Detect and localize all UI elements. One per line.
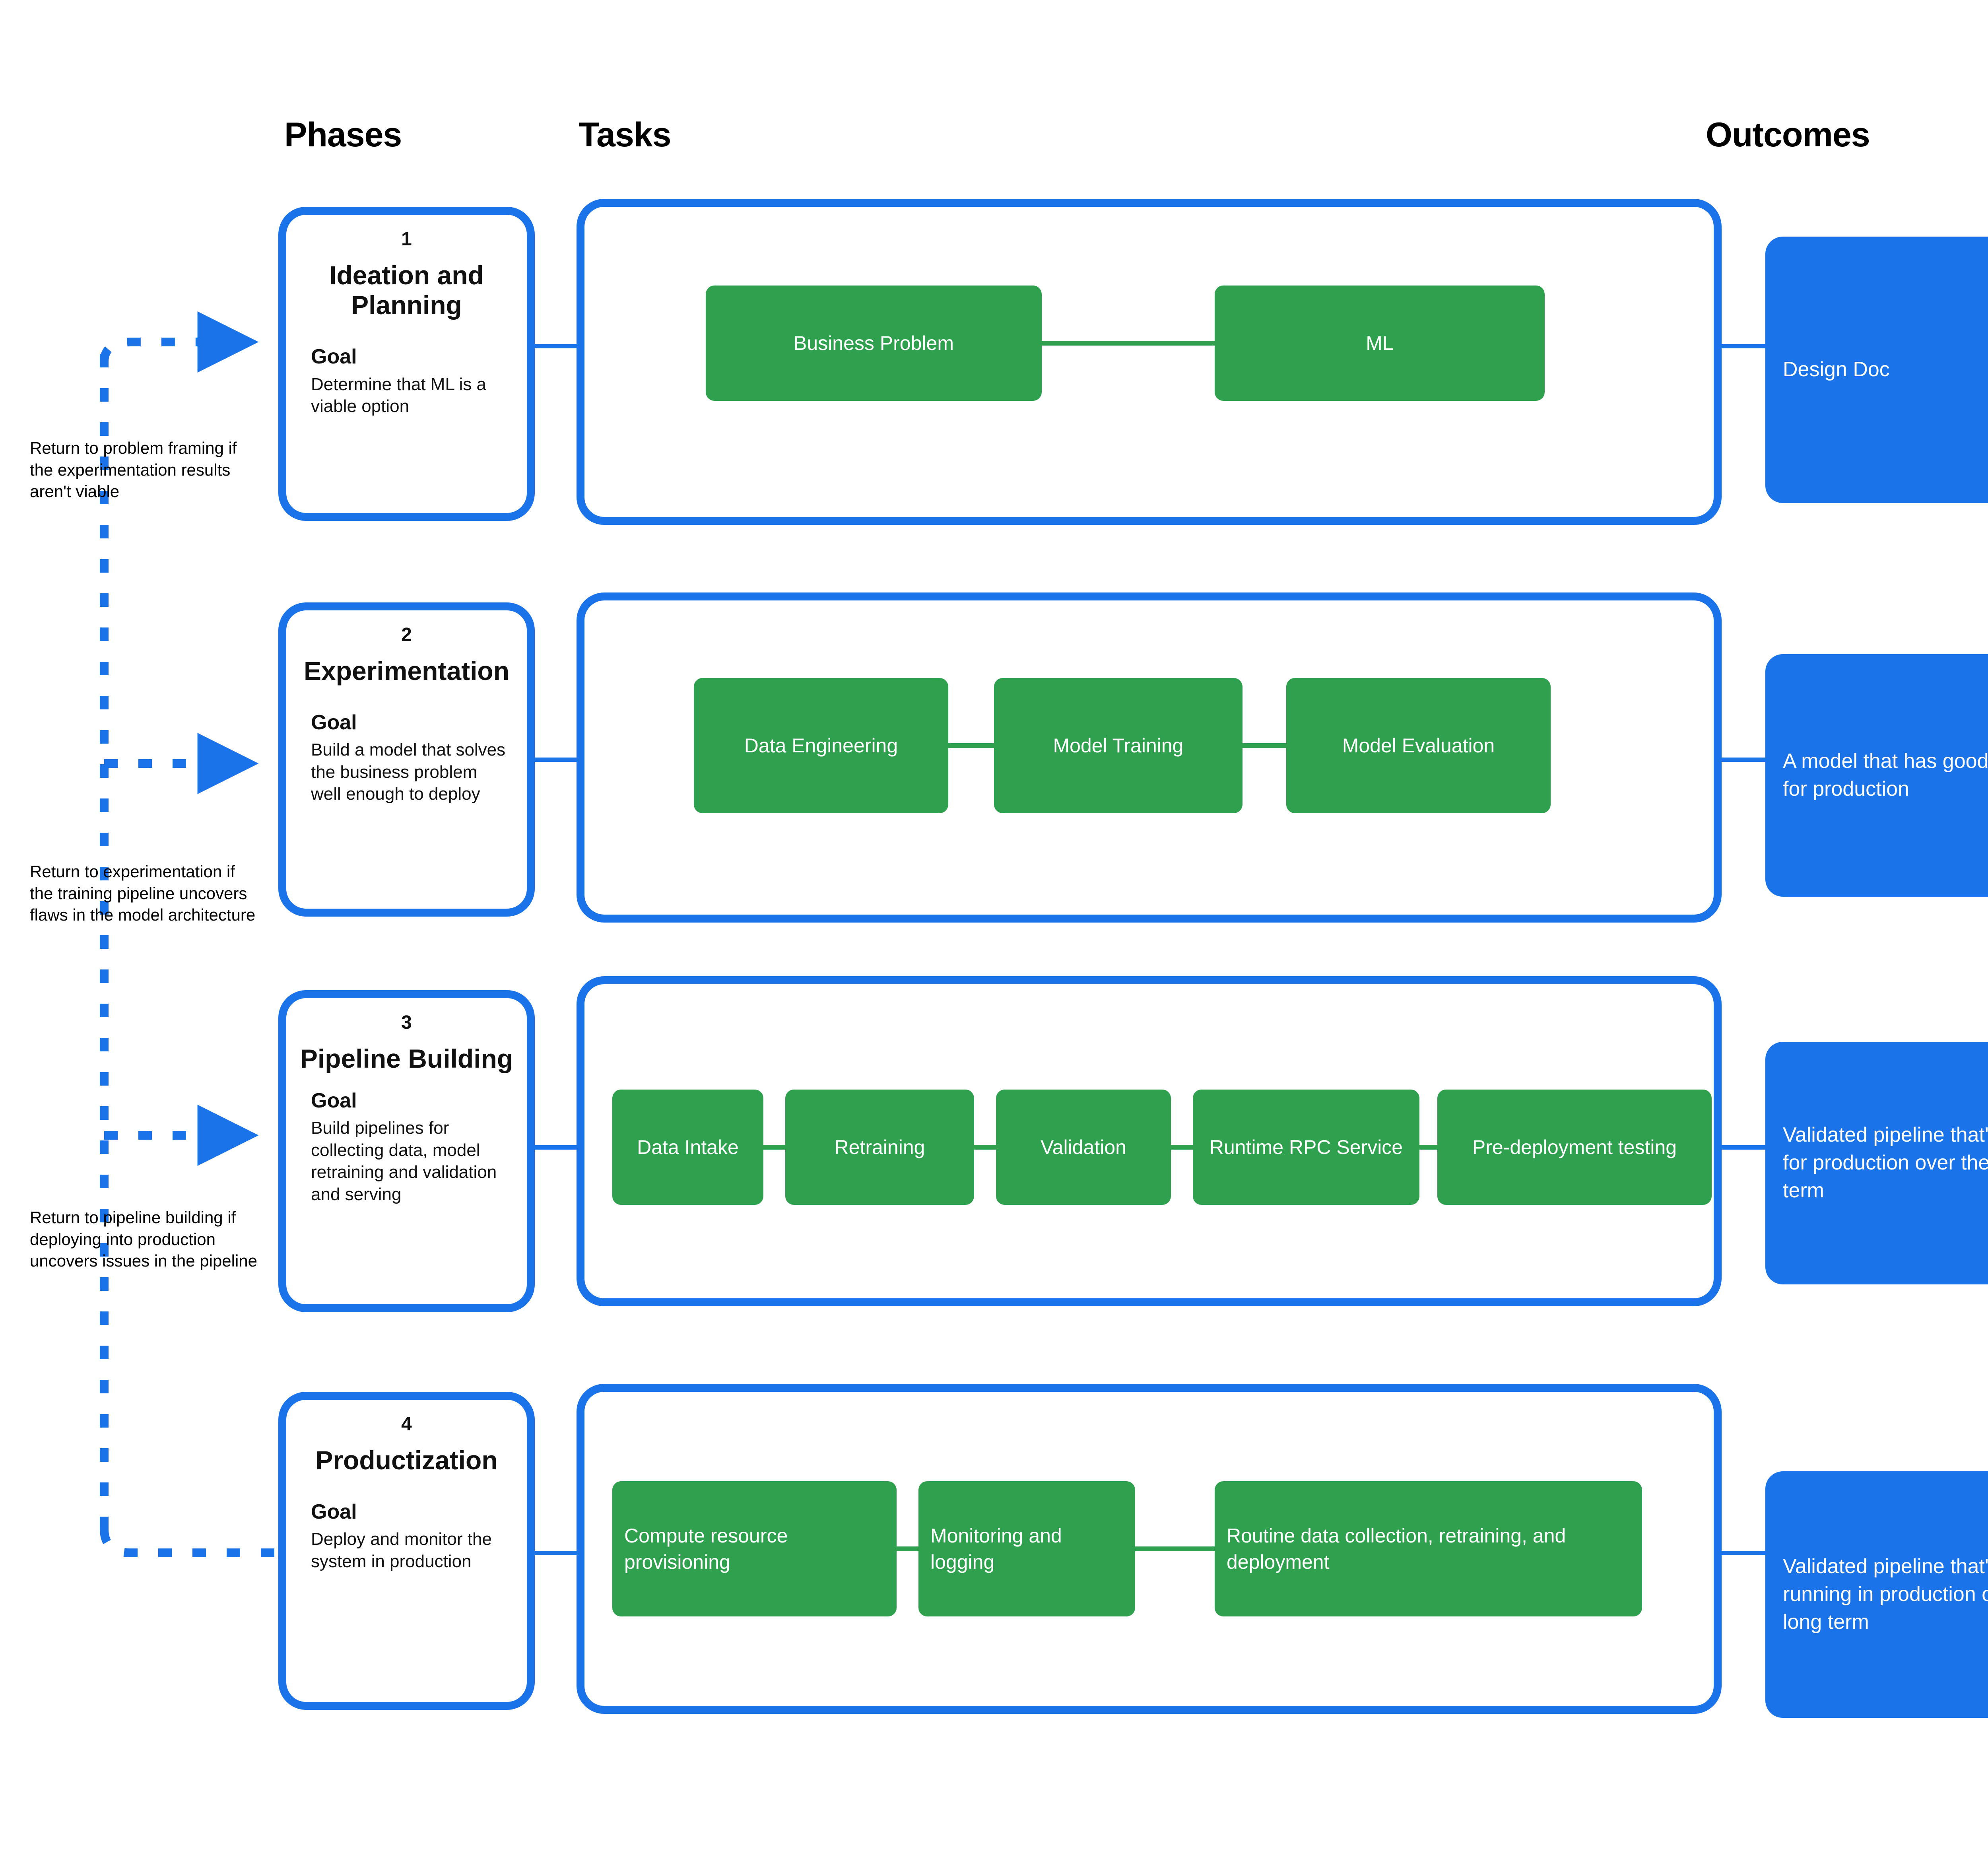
phase-to-tasks-link-1 xyxy=(535,344,577,348)
task-box-4-1[interactable]: Compute resource provisioning xyxy=(612,1481,897,1616)
return-note-2: Return to experimentation if the trainin… xyxy=(30,862,256,925)
outcome-label-1: Design Doc xyxy=(1783,358,1890,381)
task-label-3-5: Pre-deployment testing xyxy=(1472,1136,1677,1158)
task-box-4-3[interactable]: Routine data collection, retraining, and… xyxy=(1215,1481,1642,1616)
phase-number-2: 2 xyxy=(401,624,412,645)
outcome-box-1[interactable]: Design Doc xyxy=(1765,237,1988,503)
task-label-3-4: Runtime RPC Service xyxy=(1209,1136,1403,1158)
return-note-3: Return to pipeline building if deploying… xyxy=(30,1208,258,1270)
header-outcomes: Outcomes xyxy=(1706,116,1870,154)
tasks-to-outcome-link-3 xyxy=(1722,1145,1765,1150)
goal-text-2: Build a model that solves the business p… xyxy=(311,740,506,804)
task-link-3-3 xyxy=(1171,1145,1193,1150)
task-box-3-4[interactable]: Runtime RPC Service xyxy=(1193,1090,1419,1205)
phase-title-3: Pipeline Building xyxy=(300,1044,513,1073)
phase-to-tasks-link-2 xyxy=(535,758,577,762)
goal-label-1: Goal xyxy=(311,345,357,369)
task-box-1-2[interactable]: ML xyxy=(1215,286,1545,401)
task-box-3-3[interactable]: Validation xyxy=(996,1090,1171,1205)
task-link-4-2 xyxy=(1135,1546,1215,1551)
task-box-3-1[interactable]: Data Intake xyxy=(612,1090,763,1205)
phase-card-3[interactable]: 3 Pipeline Building Goal Build pipelines… xyxy=(278,990,535,1312)
phase-title-4: Productization xyxy=(315,1445,498,1475)
task-label-4-3: Routine data collection, retraining, and… xyxy=(1227,1525,1566,1573)
goal-label-3: Goal xyxy=(311,1089,357,1113)
task-link-2-2 xyxy=(1242,743,1286,748)
task-link-3-4 xyxy=(1419,1145,1437,1150)
tasks-to-outcome-link-2 xyxy=(1722,758,1765,762)
goal-block-2: Goal Build a model that solves the busin… xyxy=(311,711,527,805)
task-box-3-2[interactable]: Retraining xyxy=(785,1090,974,1205)
phase-to-tasks-link-3 xyxy=(535,1145,577,1150)
task-label-3-2: Retraining xyxy=(834,1136,925,1158)
outcome-label-4: Validated pipeline that's running in pro… xyxy=(1783,1555,1988,1634)
task-label-1-2: ML xyxy=(1366,332,1394,354)
task-label-2-3: Model Evaluation xyxy=(1342,734,1495,757)
task-box-2-1[interactable]: Data Engineering xyxy=(694,678,948,813)
outcome-box-4[interactable]: Validated pipeline that's running in pro… xyxy=(1765,1471,1988,1718)
phase-number-4: 4 xyxy=(401,1414,412,1435)
return-note-1: Return to problem framing if the experim… xyxy=(30,439,237,501)
tasks-to-outcome-link-1 xyxy=(1722,344,1765,348)
task-box-2-3[interactable]: Model Evaluation xyxy=(1286,678,1551,813)
goal-label-4: Goal xyxy=(311,1500,357,1524)
outcome-label-2: A model that has good quality for produc… xyxy=(1783,750,1988,800)
outcome-box-3[interactable]: Validated pipeline that's ready for prod… xyxy=(1765,1042,1988,1284)
phase-title-2: Experimentation xyxy=(303,656,510,686)
tasks-to-outcome-link-4 xyxy=(1722,1551,1765,1555)
phase-card-2[interactable]: 2 Experimentation Goal Build a model tha… xyxy=(278,602,535,917)
goal-label-2: Goal xyxy=(311,711,357,734)
phase-number-1: 1 xyxy=(401,229,412,250)
phase-title-1: Ideation and Planning xyxy=(329,260,484,320)
goal-text-4: Deploy and monitor the system in product… xyxy=(311,1529,492,1571)
phase-to-tasks-link-4 xyxy=(535,1551,577,1555)
task-link-3-1 xyxy=(763,1145,785,1150)
phase-number-3: 3 xyxy=(401,1012,412,1033)
task-label-3-1: Data Intake xyxy=(637,1136,739,1158)
header-tasks: Tasks xyxy=(579,116,671,154)
task-label-4-1: Compute resource provisioning xyxy=(624,1525,788,1573)
header-phases: Phases xyxy=(284,116,402,154)
task-link-1-1 xyxy=(1042,341,1215,346)
outcome-box-2[interactable]: A model that has good quality for produc… xyxy=(1765,654,1988,897)
task-link-2-1 xyxy=(948,743,994,748)
phase-card-1[interactable]: 1 Ideation and Planning Goal Determine t… xyxy=(278,207,535,521)
task-label-2-2: Model Training xyxy=(1053,734,1184,757)
goal-text-3: Build pipelines for collecting data, mod… xyxy=(311,1118,497,1204)
phase-card-4[interactable]: 4 Productization Goal Deploy and monitor… xyxy=(278,1392,535,1710)
task-link-4-1 xyxy=(897,1546,918,1551)
goal-block-4: Goal Deploy and monitor the system in pr… xyxy=(311,1501,527,1572)
task-label-3-3: Validation xyxy=(1041,1136,1126,1158)
task-box-1-1[interactable]: Business Problem xyxy=(706,286,1042,401)
task-label-1-1: Business Problem xyxy=(794,332,954,354)
task-label-2-1: Data Engineering xyxy=(744,734,898,757)
goal-block-1: Goal Determine that ML is a viable optio… xyxy=(311,346,527,417)
task-link-3-2 xyxy=(974,1145,996,1150)
task-box-2-2[interactable]: Model Training xyxy=(994,678,1242,813)
goal-text-1: Determine that ML is a viable option xyxy=(311,374,486,416)
task-box-4-2[interactable]: Monitoring and logging xyxy=(918,1481,1135,1616)
goal-block-3: Goal Build pipelines for collecting data… xyxy=(311,1090,527,1205)
task-box-3-5[interactable]: Pre-deployment testing xyxy=(1437,1090,1712,1205)
outcome-label-3: Validated pipeline that's ready for prod… xyxy=(1783,1123,1988,1202)
task-label-4-2: Monitoring and logging xyxy=(930,1525,1062,1573)
